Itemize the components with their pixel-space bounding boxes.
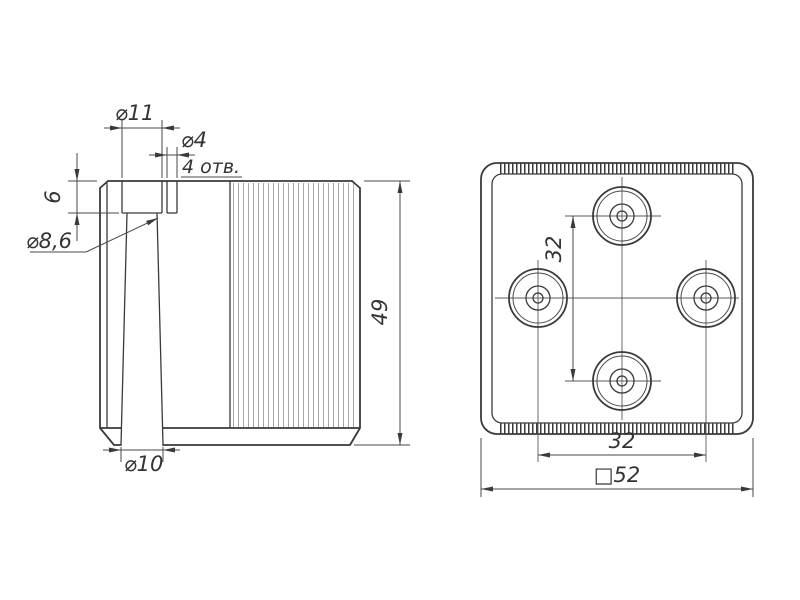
dim-small-hole-note: 4 отв.	[182, 156, 240, 178]
dim-pitch-vertical-label: 32	[542, 236, 566, 263]
dim-taper: ⌀8,6	[26, 217, 159, 253]
dim-pitch-horizontal-label: 32	[609, 429, 636, 453]
dim-height: 49	[354, 180, 410, 446]
side-view: ⌀11 ⌀4 4 отв. 6 ⌀8,6	[26, 101, 410, 476]
dim-counterbore: ⌀11	[104, 101, 180, 178]
boss-left	[508, 268, 568, 328]
dim-depth-label: 6	[41, 190, 65, 203]
dim-pitch-horizontal: 32	[538, 429, 706, 458]
dim-small-hole: ⌀4 4 отв.	[149, 128, 242, 178]
dim-counterbore-label: ⌀11	[115, 101, 154, 125]
dim-taper-label: ⌀8,6	[26, 229, 72, 253]
boss-top	[592, 186, 652, 246]
dim-exit-hole-label: ⌀10	[124, 452, 163, 476]
dim-exit-hole: ⌀10	[103, 447, 180, 476]
outer-square	[480, 162, 754, 435]
inner-square	[491, 173, 743, 424]
dim-pitch-vertical: 32	[542, 216, 576, 381]
dim-depth: 6	[41, 153, 119, 241]
bore-profile	[120, 181, 178, 446]
boss-right	[676, 268, 736, 328]
dim-small-hole-label: ⌀4	[181, 128, 207, 152]
part-outline	[99, 180, 361, 446]
dim-square-label: □52	[594, 463, 641, 487]
dim-square: □52	[480, 438, 754, 497]
centerlines	[495, 177, 739, 462]
boss-bottom	[592, 351, 652, 411]
knurl-bands	[500, 163, 734, 434]
dim-height-label: 49	[368, 299, 392, 326]
top-view: 32 32 □52	[480, 162, 754, 497]
